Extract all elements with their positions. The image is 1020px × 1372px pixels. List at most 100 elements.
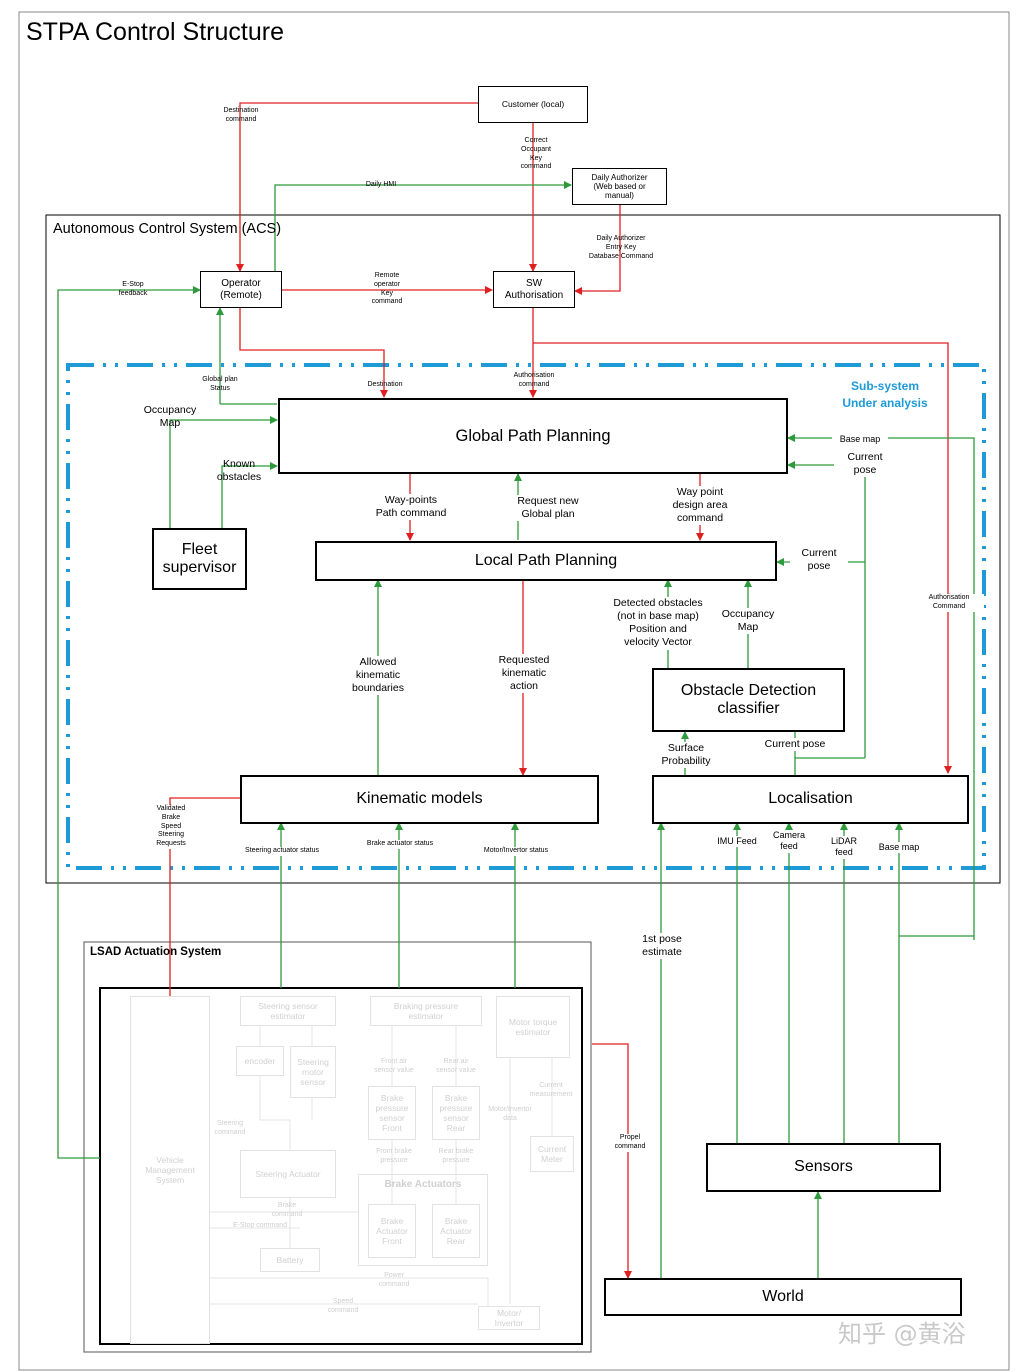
known-obstacles-label: Known obstacles xyxy=(216,458,262,484)
global-path-planning-box: Global Path Planning xyxy=(278,398,788,474)
acs-title: Autonomous Control System (ACS) xyxy=(53,221,282,237)
requested-kinematic-label: Requested kinematic action xyxy=(488,654,560,694)
sensors-box: Sensors xyxy=(706,1143,941,1192)
global-plan-status-label: Global plan Status xyxy=(202,376,238,392)
brake-actuator-rear-label: Brake Actuator Rear xyxy=(440,1215,472,1247)
lidar-feed-label: LiDAR feed xyxy=(824,836,864,859)
vehicle-management-box: Vehicle Management System xyxy=(130,996,210,1344)
world-box: World xyxy=(604,1278,962,1316)
customer-box: Customer (local) xyxy=(478,86,588,123)
steering-motor-sensor-box: Steering motor sensor xyxy=(290,1046,336,1098)
estop-feedback-label: E-Stop feedback xyxy=(118,281,148,297)
front-air-sensor-label: Front air sensor value xyxy=(374,1058,414,1074)
motor-invertor-status-label: Motor/Invertor status xyxy=(472,847,560,856)
imu-feed-label: IMU Feed xyxy=(712,836,762,848)
encoder-label: encoder xyxy=(244,1055,276,1066)
allowed-kinematic-label: Allowed kinematic boundaries xyxy=(340,656,416,696)
braking-pressure-estimator-box: Braking pressure estimator xyxy=(370,996,482,1026)
vehicle-management-label: Vehicle Management System xyxy=(145,1154,195,1186)
correct-occupant-key-label: Correct Occupant Key command xyxy=(520,137,552,171)
brake-actuators-box: Brake Actuators xyxy=(358,1174,488,1266)
camera-feed-label: Camera feed xyxy=(768,830,810,853)
authorisation-command-right-label: Authorisation Command xyxy=(914,594,984,612)
speed-command-label: Speed command xyxy=(327,1298,359,1314)
acs-frame xyxy=(45,214,1001,884)
kinematic-models-label: Kinematic models xyxy=(356,790,483,808)
steering-sensor-estimator-label: Steering sensor estimator xyxy=(258,1000,318,1021)
destination-command-label: Destination command xyxy=(223,107,259,123)
validated-requests-label: Validated Brake Speed Steering Requests xyxy=(146,805,196,849)
motor-torque-estimator-label: Motor torque estimator xyxy=(508,1016,558,1037)
customer-box-label: Customer (local) xyxy=(501,98,565,109)
motor-invertor-box: Motor/ Invertor xyxy=(478,1306,540,1330)
fleet-supervisor-label: Fleet supervisor xyxy=(162,540,237,576)
current-meter-box: Current Meter xyxy=(530,1136,574,1172)
daily-authorizer-entry-label: Daily Authorizer Entry Key Database Comm… xyxy=(588,235,654,260)
lsad-frame xyxy=(83,941,592,1353)
base-map-top-label: Base map xyxy=(832,434,888,446)
base-map-bottom-label: Base map xyxy=(874,842,924,854)
watermark: 知乎 @黄浴 xyxy=(838,1320,966,1348)
detected-obstacles-label: Detected obstacles (not in base map) Pos… xyxy=(596,597,720,650)
brake-actuator-front-label: Brake Actuator Front xyxy=(376,1215,408,1247)
brake-pressure-rear-box: Brake pressure sensor Rear xyxy=(432,1086,480,1140)
lsad-inner-frame xyxy=(99,987,583,1345)
steering-actuator-label: Steering Actuator xyxy=(255,1168,321,1179)
battery-box: Battery xyxy=(260,1248,320,1272)
waypoints-path-command-label: Way-points Path command xyxy=(364,494,458,521)
operator-label: Operator (Remote) xyxy=(220,278,262,301)
motor-invertor-label: Motor/ Invertor xyxy=(494,1307,524,1328)
occupancy-map-label: Occupancy Map xyxy=(143,404,197,430)
brake-pressure-rear-label: Brake pressure sensor Rear xyxy=(439,1092,473,1134)
sensors-label: Sensors xyxy=(794,1158,853,1176)
steering-actuator-status-label: Steering actuator status xyxy=(236,847,328,856)
brake-pressure-front-box: Brake pressure sensor Front xyxy=(368,1086,416,1140)
kinematic-models-box: Kinematic models xyxy=(240,775,599,824)
first-pose-estimate-label: 1st pose estimate xyxy=(628,933,696,960)
operator-box: Operator (Remote) xyxy=(200,271,282,308)
page-title: STPA Control Structure xyxy=(26,18,284,46)
battery-label: Battery xyxy=(276,1254,304,1265)
subsystem-frame xyxy=(66,363,986,870)
sw-authorisation-label: SW Authorisation xyxy=(504,278,564,301)
lsad-internal-wiring xyxy=(210,1026,553,1306)
current-pose-loc-label: Current pose xyxy=(756,738,834,752)
obstacle-detection-box: Obstacle Detection classifier xyxy=(652,668,845,732)
daily-authorizer-label: Daily Authorizer (Web based or manual) xyxy=(591,172,648,201)
motor-invertor-data-label: Motor/Invertor data xyxy=(488,1106,532,1122)
brake-actuator-status-label: Brake actuator status xyxy=(358,840,442,849)
propel-command-label: Propel command xyxy=(606,1134,654,1152)
current-pose-local-label: Current pose xyxy=(790,547,848,574)
request-new-global-plan-label: Request new Global plan xyxy=(502,495,594,522)
daily-authorizer-box: Daily Authorizer (Web based or manual) xyxy=(572,168,667,205)
front-brake-pressure-label: Front brake pressure xyxy=(376,1148,412,1164)
brake-pressure-front-label: Brake pressure sensor Front xyxy=(375,1092,409,1134)
rear-brake-pressure-label: Rear brake pressure xyxy=(438,1148,474,1164)
localisation-box: Localisation xyxy=(652,775,969,824)
brake-actuator-rear-box: Brake Actuator Rear xyxy=(432,1204,480,1258)
sw-authorisation-box: SW Authorisation xyxy=(493,271,575,308)
brake-command-label: Brake command xyxy=(271,1202,303,1218)
local-path-planning-label: Local Path Planning xyxy=(474,551,618,569)
destination-label: Destination xyxy=(367,381,403,388)
steering-command-label: Steering command xyxy=(214,1120,246,1136)
motor-torque-estimator-box: Motor torque estimator xyxy=(496,996,570,1058)
world-label: World xyxy=(762,1287,804,1305)
brake-actuators-label: Brake Actuators xyxy=(384,1179,462,1190)
current-pose-top-label: Current pose xyxy=(834,451,896,478)
remote-operator-key-label: Remote operator Key command xyxy=(371,272,403,306)
rear-air-sensor-label: Rear air sensor value xyxy=(436,1058,476,1074)
braking-pressure-estimator-label: Braking pressure estimator xyxy=(393,1000,459,1021)
brake-actuator-front-box: Brake Actuator Front xyxy=(368,1204,416,1258)
global-path-planning-label: Global Path Planning xyxy=(455,426,611,445)
steering-motor-sensor-label: Steering motor sensor xyxy=(297,1056,329,1088)
current-measurement-label: Current measurement xyxy=(529,1082,573,1098)
estop-command-label: E-Stop command xyxy=(232,1222,288,1229)
waypoint-design-area-label: Way point design area command xyxy=(654,486,746,526)
local-path-planning-box: Local Path Planning xyxy=(315,541,777,581)
encoder-box: encoder xyxy=(236,1046,284,1076)
steering-sensor-estimator-box: Steering sensor estimator xyxy=(240,996,336,1026)
lsad-title: LSAD Actuation System xyxy=(90,946,222,958)
surface-probability-label: Surface Probability xyxy=(650,742,722,769)
